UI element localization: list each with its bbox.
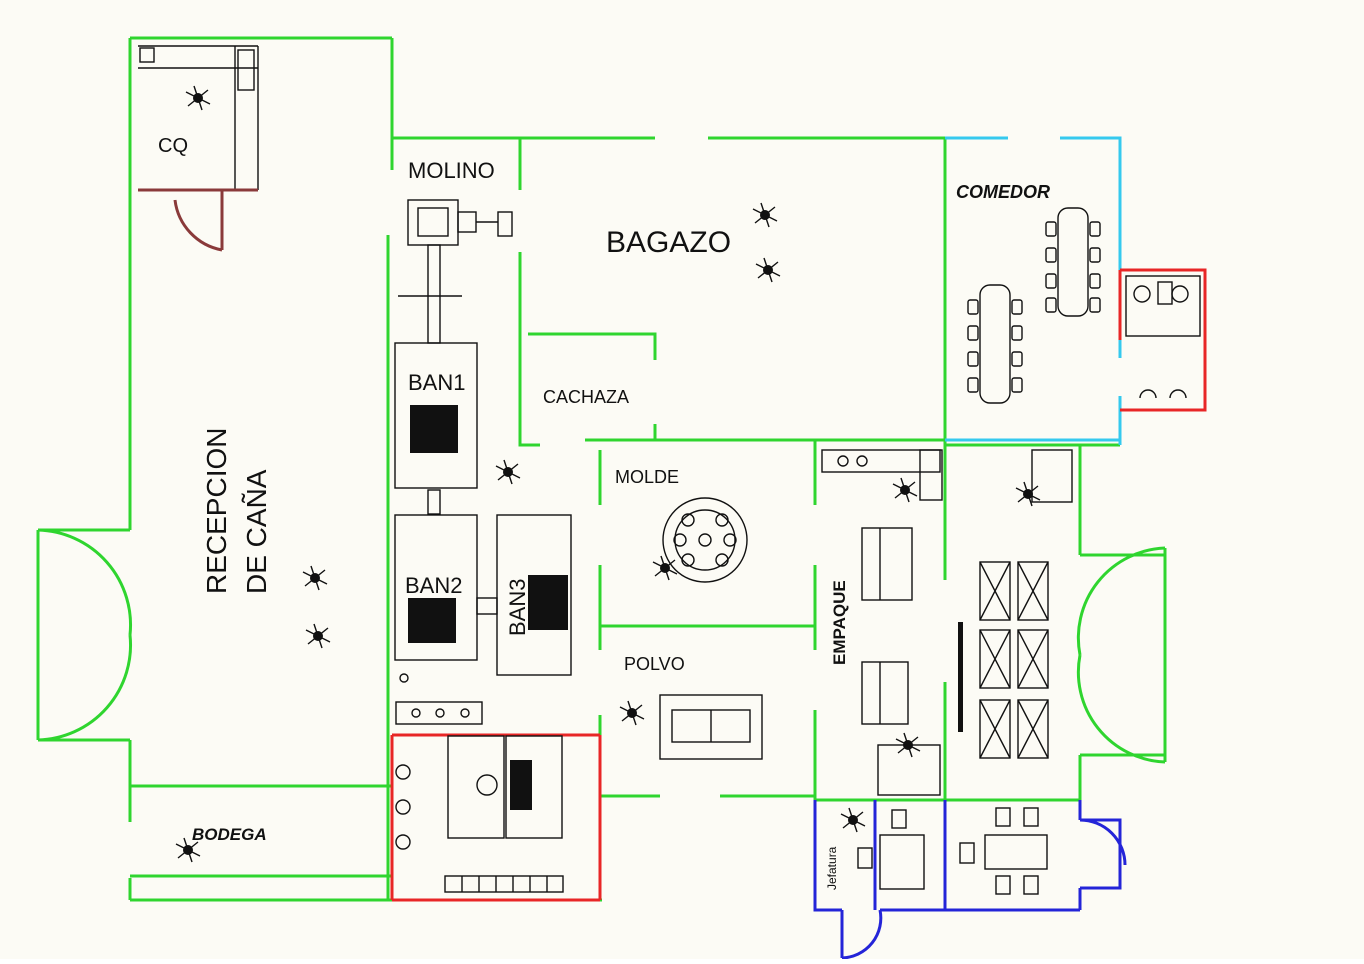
worker-icon <box>895 732 921 758</box>
label-recepcion: RECEPCION <box>201 428 232 594</box>
label-ban3: BAN3 <box>505 579 530 636</box>
pallet-icon <box>1017 561 1049 621</box>
ban2-tank <box>394 514 498 661</box>
counter-icon <box>821 449 1073 503</box>
pallet-icon <box>979 561 1011 621</box>
pallet-icon <box>1017 699 1049 759</box>
chair-icon <box>1089 247 1101 263</box>
worker-icon <box>652 555 678 581</box>
sanitary-walls <box>390 268 1207 902</box>
toilet-icon <box>395 735 563 850</box>
worker-icon <box>752 202 778 228</box>
label-bagazo: BAGAZO <box>606 226 731 259</box>
machine-icon <box>398 199 513 515</box>
chair-icon <box>1011 351 1023 367</box>
chair-icon <box>967 325 979 341</box>
empaque-tables <box>861 527 963 796</box>
worker-icon <box>175 85 1041 863</box>
room-labels: CQ MOLINO BAGAZO COMEDOR BAN1 CACHAZA MO… <box>158 135 1050 890</box>
label-empaque: EMPAQUE <box>830 580 849 665</box>
chair-icon <box>1045 273 1057 289</box>
chair-icon <box>1089 221 1101 237</box>
pallet-icon <box>1017 629 1049 689</box>
chair-icon <box>1011 299 1023 315</box>
worker-icon <box>495 459 521 485</box>
label-bodega: BODEGA <box>192 825 267 844</box>
comedor-toilets <box>1125 275 1201 399</box>
worker-icon <box>619 700 645 726</box>
label-polvo: POLVO <box>624 654 685 674</box>
chair-icon <box>1045 297 1057 313</box>
chair-icon <box>1089 273 1101 289</box>
label-jefatura: Jefatura <box>825 846 839 890</box>
worker-icon <box>305 623 331 649</box>
worker-icon <box>755 257 781 283</box>
office-furniture <box>857 807 1048 895</box>
label-cachaza: CACHAZA <box>543 387 629 407</box>
molde-machine-icon <box>662 497 748 583</box>
chair-icon <box>1089 297 1101 313</box>
label-de-cana: DE CAÑA <box>241 469 272 594</box>
label-molino: MOLINO <box>408 158 495 183</box>
pallet-icon <box>979 629 1011 689</box>
worker-icon <box>892 477 918 503</box>
cq-room <box>138 45 259 252</box>
worker-icon <box>302 565 328 591</box>
label-comedor: COMEDOR <box>956 182 1050 202</box>
label-cq: CQ <box>158 135 188 157</box>
ban3-tank <box>496 514 572 676</box>
office-walls <box>813 800 1127 960</box>
ban1-tank <box>394 342 478 489</box>
chair-icon <box>967 299 979 315</box>
chair-icon <box>1011 377 1023 393</box>
chair-icon <box>1045 221 1057 237</box>
chair-icon <box>967 351 979 367</box>
chair-icon <box>967 221 1101 393</box>
lockers <box>444 875 564 893</box>
sink-counter <box>395 673 483 725</box>
chair-icon <box>967 377 979 393</box>
pallet-grid <box>979 561 1049 759</box>
chair-icon <box>1045 247 1057 263</box>
table-icon <box>979 207 1089 404</box>
label-molde: MOLDE <box>615 467 679 487</box>
pallet-icon <box>979 699 1011 759</box>
worker-icon <box>175 837 201 863</box>
worker-icon <box>1015 481 1041 507</box>
worker-icon <box>185 85 211 111</box>
label-ban1: BAN1 <box>408 370 465 395</box>
polvo-machine-icon <box>659 694 763 760</box>
label-ban2: BAN2 <box>405 573 462 598</box>
worker-icon <box>840 807 866 833</box>
door-swing-icon <box>36 528 1167 764</box>
exterior-walls <box>128 36 1165 902</box>
chair-icon <box>1011 325 1023 341</box>
